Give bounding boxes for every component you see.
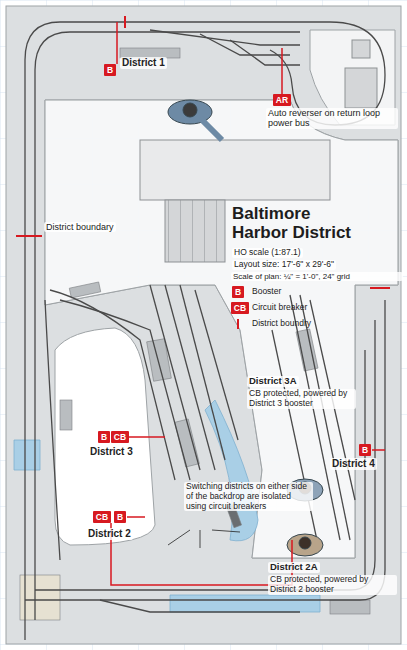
aisles	[45, 100, 398, 558]
badge-text: B	[235, 287, 241, 297]
plan-note: Switching districts on either side of th…	[184, 482, 313, 511]
power-wires	[129, 436, 165, 438]
district-name: District 4	[330, 458, 377, 470]
plan-note: CB protected, powered by District 2 boos…	[268, 575, 397, 595]
badge-text: CB	[114, 432, 126, 442]
tracks	[150, 30, 300, 45]
breaker-badge: CB	[93, 511, 111, 524]
district-name: District 2A	[268, 562, 320, 573]
power-wires	[111, 22, 385, 585]
booster-badge: B	[98, 431, 110, 444]
structures	[175, 419, 200, 467]
leader-lines	[200, 530, 201, 548]
furniture	[140, 140, 330, 200]
furniture	[140, 40, 377, 262]
legend-text: District boundry	[252, 318, 311, 328]
water	[170, 595, 320, 612]
district-name: District 3A	[247, 376, 299, 387]
tracks	[50, 290, 175, 480]
breaker-badge: AR	[273, 94, 291, 107]
power-wires	[116, 22, 118, 64]
structures	[147, 339, 172, 382]
district-name: District 2	[86, 528, 133, 540]
leader-lines	[168, 530, 190, 545]
leader-lines	[168, 530, 240, 548]
plan-note: Auto reverser on return loop power bus	[266, 108, 398, 129]
plan-note: HO scale (1:87.1)	[232, 248, 303, 258]
badge-text: AR	[276, 95, 288, 105]
badge-text: B	[107, 65, 113, 75]
water	[205, 400, 258, 541]
tracks	[150, 285, 200, 470]
plan-note: Layout size: 17'-6" x 29'-6"	[232, 260, 336, 270]
booster-badge: B	[114, 511, 126, 524]
breaker-badge: CB	[111, 431, 129, 444]
tracks	[272, 330, 318, 545]
furniture	[352, 40, 370, 58]
district-boundary-ticks	[237, 319, 239, 329]
structures	[20, 48, 370, 620]
benchwork	[6, 6, 401, 644]
furniture	[345, 68, 377, 108]
power-wires	[127, 516, 145, 518]
tracks	[165, 285, 215, 470]
power-wires	[281, 48, 283, 94]
breaker-badge: CB	[231, 302, 249, 315]
badge-text: CB	[96, 512, 108, 522]
booster-badge: B	[359, 444, 371, 457]
badge-text: B	[362, 445, 368, 455]
aisles	[45, 100, 398, 558]
power-wires	[111, 523, 292, 585]
water	[14, 440, 40, 470]
legend-text: Booster	[252, 286, 281, 296]
people	[183, 103, 197, 117]
people	[168, 100, 323, 556]
tracks	[100, 600, 300, 612]
district-boundary-ticks	[16, 235, 42, 237]
furniture	[165, 200, 225, 262]
district-name: District 3	[88, 446, 135, 458]
people	[299, 537, 311, 549]
tracks	[45, 300, 60, 560]
district-boundary-ticks	[370, 287, 390, 289]
badge-text: B	[101, 432, 107, 442]
structures	[60, 400, 72, 430]
badge-text: CB	[234, 303, 246, 313]
structures	[20, 575, 60, 620]
aisles	[45, 30, 398, 558]
booster-badge: B	[104, 64, 116, 77]
structures	[330, 600, 370, 614]
benchwork	[6, 6, 401, 644]
plan-note: Scale of plan: ¼" = 1'-0", 24" grid	[231, 272, 403, 281]
plan-note: CB protected, powered by District 3 boos…	[247, 389, 356, 409]
leader-lines	[212, 530, 240, 532]
tracks	[60, 300, 190, 480]
people	[200, 118, 222, 140]
plan-note: District boundary	[44, 222, 116, 232]
booster-badge: B	[232, 286, 244, 299]
badge-text: B	[117, 512, 123, 522]
plan-title: Baltimore Harbor District	[232, 205, 370, 242]
district-name: District 1	[120, 57, 167, 69]
tracks	[230, 40, 300, 65]
structures	[69, 282, 100, 298]
district-boundary-ticks	[124, 16, 126, 28]
power-wires	[372, 449, 385, 451]
legend-text: Circuit breaker	[252, 302, 307, 312]
tracks	[200, 34, 290, 55]
district-boundary-ticks	[16, 16, 390, 329]
